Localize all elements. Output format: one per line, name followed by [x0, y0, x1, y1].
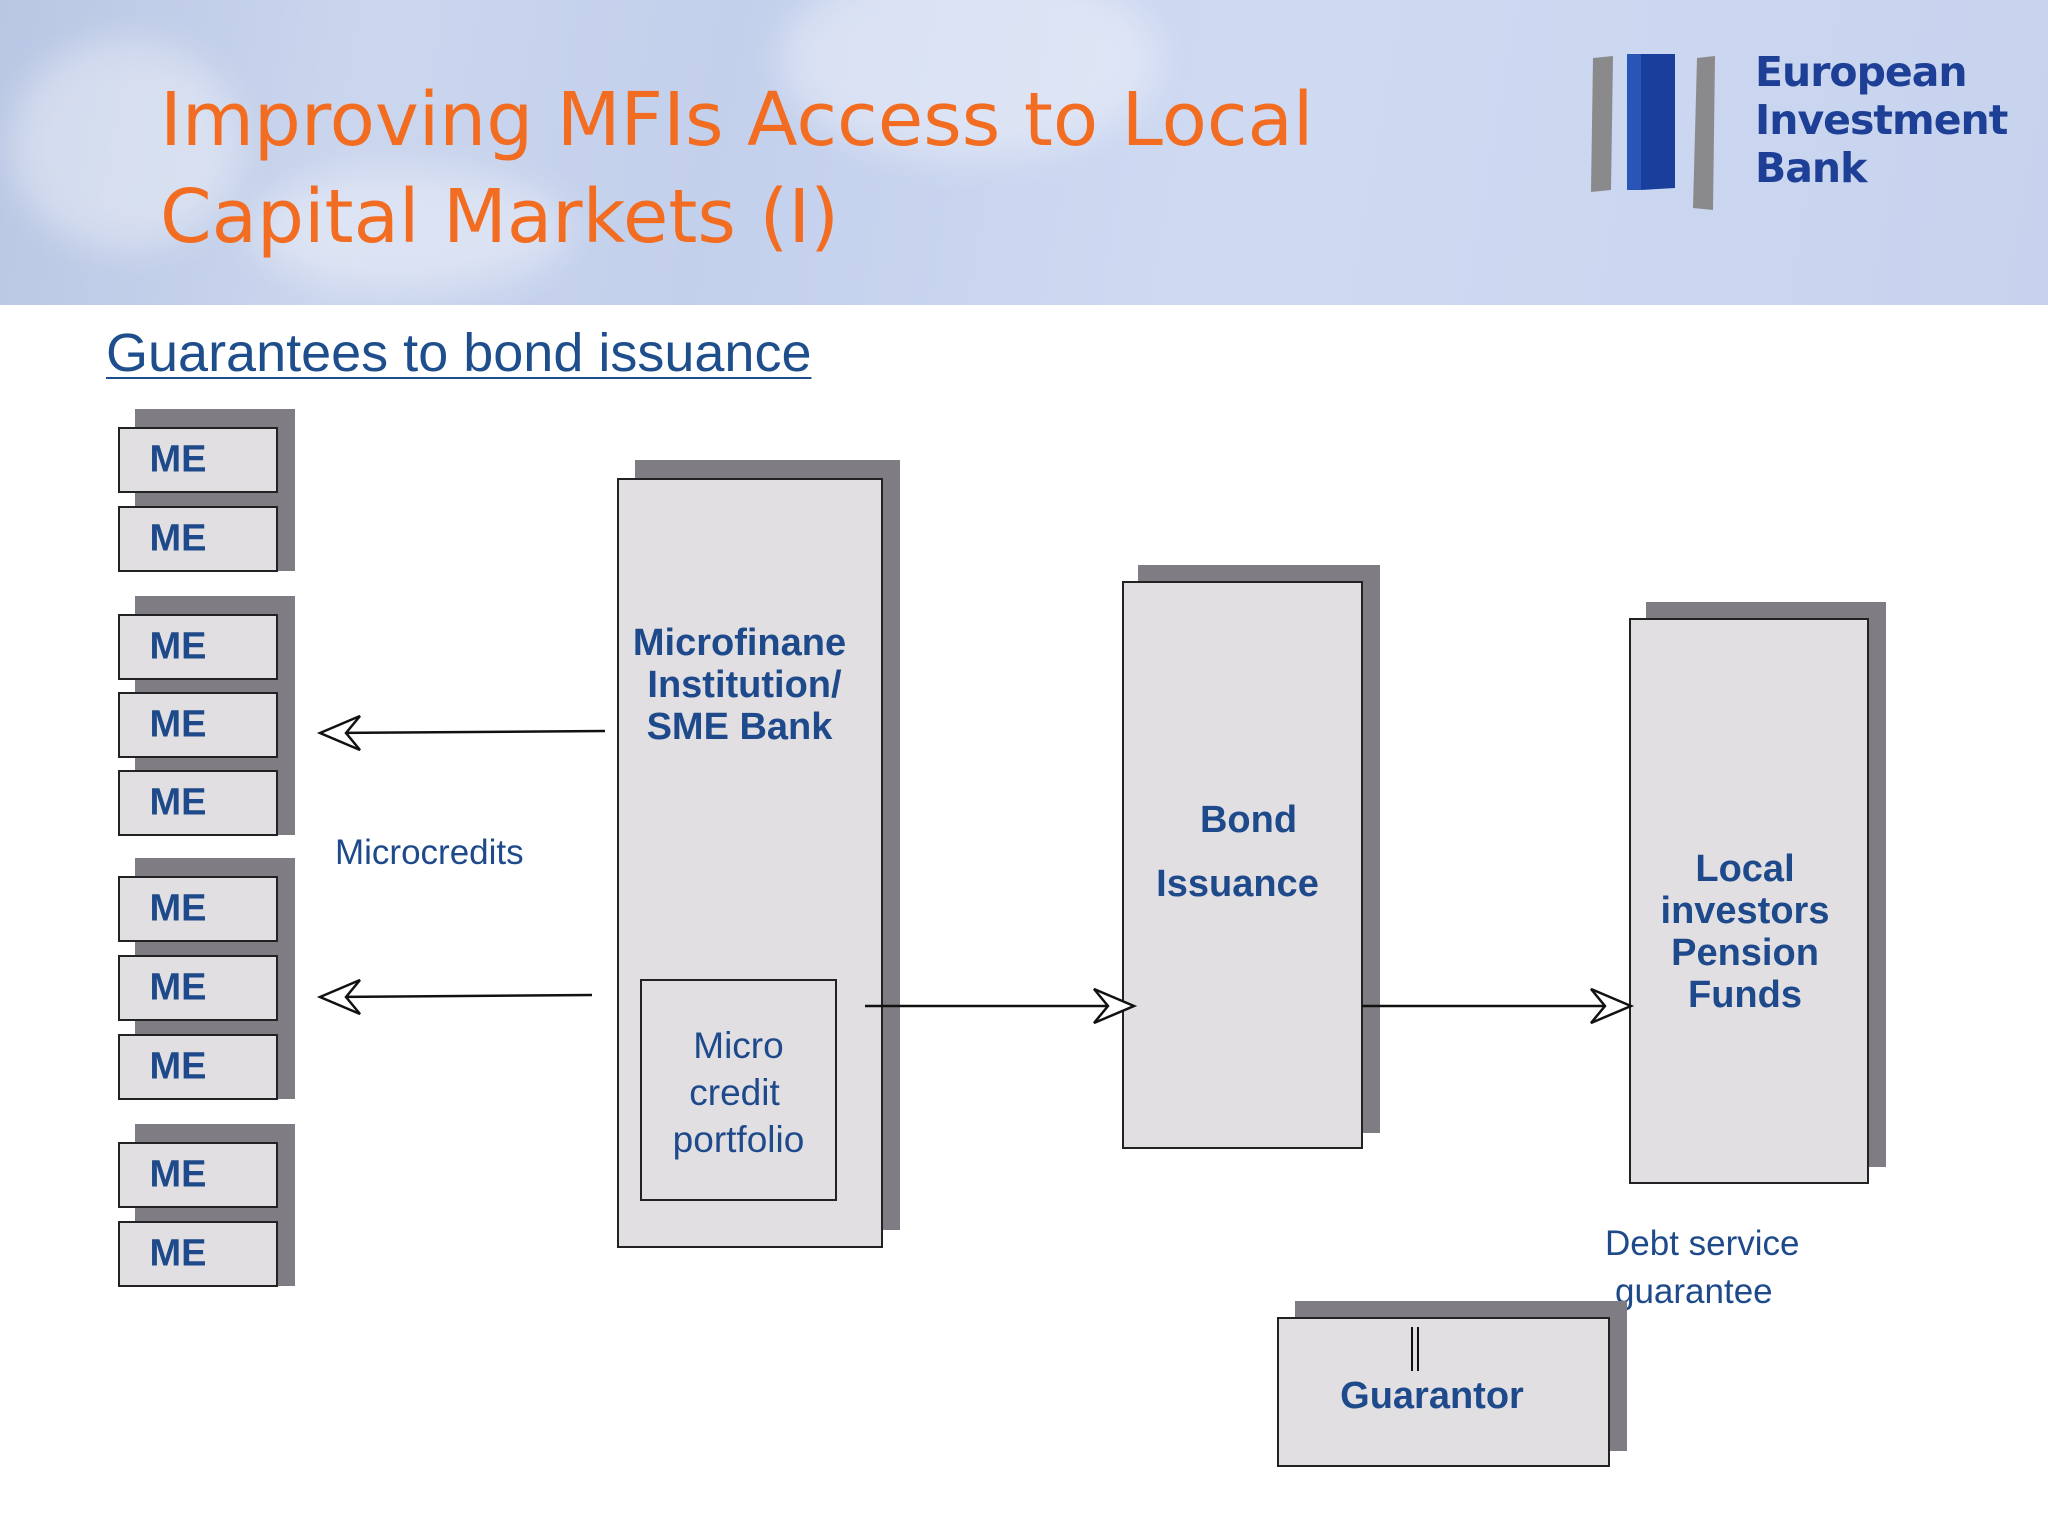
microcredits-label: Microcredits [335, 833, 524, 872]
arrow-to-me-lower [327, 993, 593, 999]
eib-logo-text: European Investment Bank [1755, 48, 2008, 192]
arrow-head-investors [1590, 987, 1635, 1025]
me-label: ME [149, 1153, 207, 1196]
me-label: ME [149, 517, 207, 560]
me-box: ME [118, 770, 278, 836]
me-label: ME [149, 781, 207, 824]
me-label: ME [149, 1045, 207, 1088]
title-line-2: Capital Markets (I) [160, 174, 840, 260]
me-label: ME [149, 703, 207, 746]
me-label: ME [149, 966, 207, 1009]
debt-service-guarantee-label: Debt service guarantee [1605, 1220, 1800, 1316]
me-box: ME [118, 692, 278, 758]
bond-issuance-label: Bond Issuance [1122, 788, 1363, 916]
title-line-1: Improving MFIs Access to Local [160, 77, 1314, 163]
me-box: ME [118, 1221, 278, 1287]
arrow-head-bond [1093, 987, 1138, 1025]
micro-credit-portfolio-box [640, 979, 837, 1201]
portfolio-line-3: portfolio [672, 1119, 805, 1160]
logo-line-3: Bank [1755, 144, 1867, 192]
slide-title: Improving MFIs Access to Local Capital M… [160, 72, 1313, 266]
me-box: ME [118, 427, 278, 493]
debt-line-2: guarantee [1615, 1272, 1773, 1311]
bond-line-1: Bond [1199, 799, 1298, 841]
guarantor-label: Guarantor [1340, 1375, 1524, 1417]
me-box: ME [118, 506, 278, 572]
me-label: ME [149, 887, 207, 930]
local-investors-box [1629, 618, 1869, 1184]
arrow-head-lower [316, 978, 361, 1016]
local-investors-label: Local investors Pension Funds [1629, 848, 1861, 1016]
investors-line-3: Pension [1671, 932, 1819, 974]
me-box: ME [118, 614, 278, 680]
investors-line-4: Funds [1688, 974, 1802, 1016]
bond-issuance-box [1122, 581, 1363, 1149]
arrow-to-me-upper [327, 729, 606, 735]
me-label: ME [149, 1232, 207, 1275]
mfi-label-line-1: Microfinane [632, 622, 847, 664]
debt-line-1: Debt service [1605, 1224, 1800, 1263]
mfi-label-line-3: SME Bank [646, 706, 833, 748]
section-subtitle: Guarantees to bond issuance [106, 323, 812, 383]
me-box: ME [118, 955, 278, 1021]
portfolio-label: Micro credit portfolio [640, 1022, 837, 1163]
me-box: ME [118, 1142, 278, 1208]
portfolio-line-2: credit [689, 1072, 780, 1113]
me-label: ME [149, 438, 207, 481]
investors-line-2: investors [1660, 890, 1830, 932]
bond-line-2: Issuance [1156, 863, 1319, 905]
me-box: ME [118, 1034, 278, 1100]
mfi-label: Microfinane Institution/ SME Bank [617, 622, 862, 748]
mfi-label-line-2: Institution/ [647, 664, 842, 706]
logo-line-2: Investment [1755, 96, 2008, 144]
portfolio-line-1: Micro [693, 1025, 784, 1066]
me-box: ME [118, 876, 278, 942]
logo-line-1: European [1755, 48, 1968, 96]
eib-logo-icon [1591, 54, 1715, 210]
me-label: ME [149, 625, 207, 668]
arrow-head-upper [316, 714, 361, 752]
investors-line-1: Local [1695, 848, 1795, 890]
guarantor-box [1277, 1317, 1610, 1467]
